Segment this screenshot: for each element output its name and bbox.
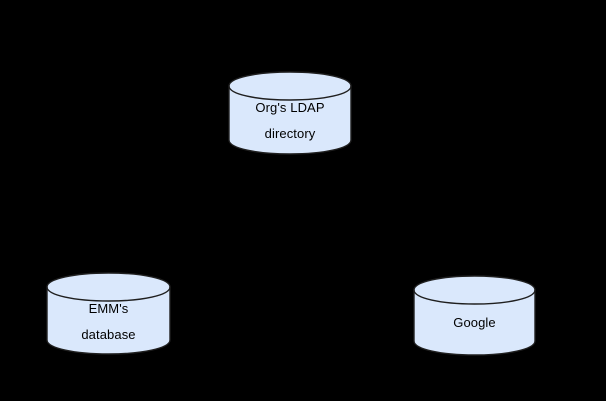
node-google[interactable]: Google: [413, 275, 536, 356]
database-cylinder-icon: [413, 275, 536, 356]
database-cylinder-icon: [228, 71, 352, 155]
node-emm-database[interactable]: EMM's database: [46, 272, 171, 355]
database-cylinder-icon: [46, 272, 171, 355]
node-org-ldap-directory[interactable]: Org's LDAP directory: [228, 71, 352, 155]
